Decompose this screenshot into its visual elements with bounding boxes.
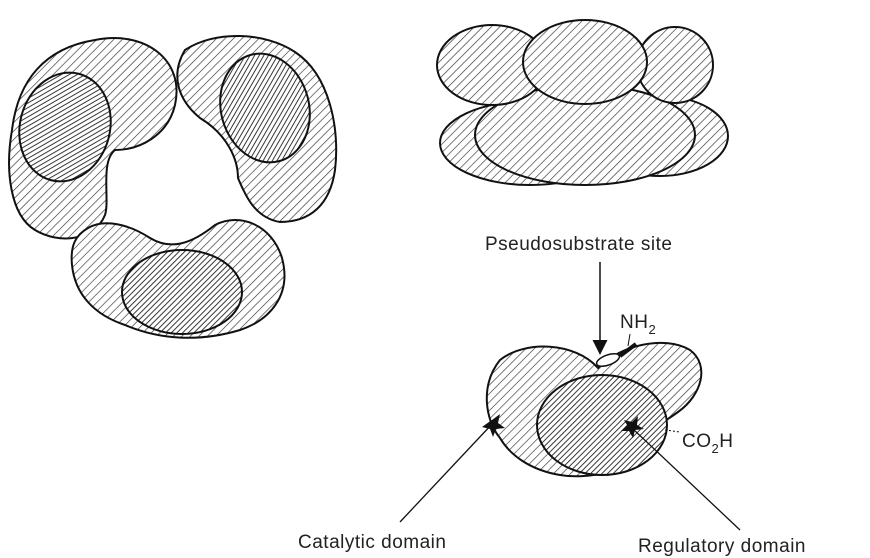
oligomer-top-center (523, 20, 647, 104)
nh2-label: NH2 (620, 312, 656, 337)
catalytic-domain-label: Catalytic domain (298, 532, 446, 553)
ring-subunit-bottom-core (122, 250, 242, 334)
pseudosubstrate-label: Pseudosubstrate site (485, 234, 672, 255)
regulatory-domain-shape (537, 375, 667, 475)
nh2-label-sub: 2 (648, 322, 656, 337)
regulatory-domain-label: Regulatory domain (638, 536, 806, 557)
co2h-label-sub: 2 (712, 441, 720, 456)
co2h-label: CO2H (682, 431, 733, 456)
catalytic-leader-line (400, 423, 493, 522)
domain-protein (482, 343, 701, 476)
nh2-label-main: NH (620, 312, 648, 333)
oligomer-top-right (637, 27, 713, 103)
co2h-label-pre: CO (682, 431, 712, 452)
oligomer-complex (437, 20, 728, 185)
trimer-ring (7, 36, 336, 338)
co2h-label-post: H (719, 431, 733, 452)
nh2-leader-line (628, 334, 630, 346)
